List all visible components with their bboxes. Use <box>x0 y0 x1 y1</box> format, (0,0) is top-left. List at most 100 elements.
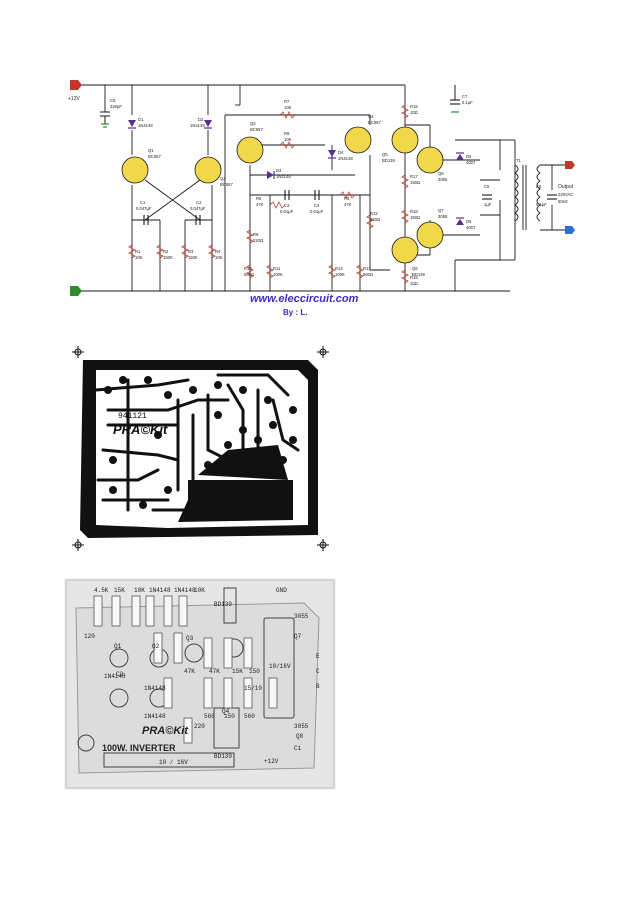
diode-d1-icon <box>128 120 136 127</box>
silk-label: 10/16V <box>269 663 291 670</box>
q5-value: BD139 <box>382 158 395 163</box>
silk-label: BD139 <box>214 753 232 760</box>
silk-label: Q8 <box>296 733 304 740</box>
q1-value: BC557 <box>148 154 161 159</box>
r9-label: R9 <box>253 232 259 237</box>
r2-label: R2 <box>163 249 169 254</box>
silk-label: 10K <box>194 587 205 594</box>
r6-value: 10K <box>284 137 292 142</box>
silk-label: 560 <box>244 713 255 720</box>
r3-label: R3 <box>188 249 194 254</box>
transistor-q8-icon <box>416 146 444 174</box>
pcb-top-brand: PRA©Kit <box>142 725 189 737</box>
r16-value: 10Ω <box>410 281 418 286</box>
transistor-q5-icon <box>391 126 419 154</box>
transistor-q4-icon <box>344 126 372 154</box>
silk-label: 3055 <box>294 613 309 620</box>
c4-label: C4 <box>314 203 320 208</box>
silk-label: Q1 <box>114 643 122 650</box>
d4-label: D4 <box>338 150 344 155</box>
pcb-code: 941121 <box>118 412 147 421</box>
transistor-q6-icon <box>391 236 419 264</box>
c3-label: C3 <box>284 203 290 208</box>
c8-value: 220µF <box>110 104 122 109</box>
silk-label: C2 <box>116 671 124 678</box>
d5-value: 4007 <box>466 160 476 165</box>
c5-value: 1µF <box>484 202 492 207</box>
transistor-q1-icon <box>121 156 149 184</box>
q1-label: Q1 <box>148 148 154 153</box>
silk-label: 15K <box>232 668 243 675</box>
silk-label: 15K <box>114 587 125 594</box>
silk-label: B <box>316 683 320 690</box>
silk-label: 3055 <box>294 723 309 730</box>
c6-label: C6 <box>536 184 542 189</box>
silk-label: 1N4148 <box>174 587 196 594</box>
r13-value: 560Ω <box>363 272 373 277</box>
silk-label: 560 <box>204 713 215 720</box>
author-credit: By : L. <box>283 308 307 317</box>
c4-value: 0.01µF <box>310 209 324 214</box>
r12-value: 220Ω <box>370 217 380 222</box>
transformer-t1 <box>514 164 541 230</box>
q7-label: Q7 <box>438 208 444 213</box>
r1-value: 10K <box>135 255 143 260</box>
q6-value: BD139 <box>412 272 425 277</box>
r10-value: 560Ω <box>244 272 254 277</box>
r18-value: 150Ω <box>410 215 420 220</box>
q7-value: 3055 <box>438 214 448 219</box>
silk-label: 220 <box>194 723 205 730</box>
r11-label: R11 <box>273 266 281 271</box>
r10-label: R10 <box>244 266 252 271</box>
silk-label: 10 / 16V <box>159 759 188 766</box>
r14-label: R14 <box>335 266 343 271</box>
r7-value: 10K <box>284 105 292 110</box>
pcb-silkscreen-layout: 4.5K 15K 10K 1N4148 1N4148 10K 1N4148 12… <box>64 578 336 790</box>
transistor-q7-icon <box>416 221 444 249</box>
silk-label: Q7 <box>294 633 302 640</box>
r18-label: R18 <box>410 209 418 214</box>
d6-label: D6 <box>466 219 472 224</box>
output-spec-2: 50Hz <box>558 199 568 204</box>
q2-label: Q2 <box>220 176 226 181</box>
c5-label: C5 <box>484 184 490 189</box>
q5-label: Q5 <box>382 152 388 157</box>
pos-terminal-icon <box>70 80 82 90</box>
r7-label: R7 <box>284 99 290 104</box>
silk-label: 150 <box>249 668 260 675</box>
inverter-schematic: +12V Output 220VAC 50Hz C8 220µF D1 1N41… <box>68 80 575 317</box>
r16-label: R16 <box>410 275 418 280</box>
c3-value: 0.01µF <box>280 209 294 214</box>
r15-value: 10Ω <box>410 110 418 115</box>
silk-label: BD139 <box>214 601 232 608</box>
silk-label: 150 <box>224 713 235 720</box>
q8-value: 3055 <box>438 177 448 182</box>
pcb-brand: PRA©Kit <box>113 422 168 437</box>
r3-value: 150K <box>188 255 198 260</box>
q3-label: Q3 <box>250 121 256 126</box>
c7-value: 0.1µF <box>462 100 473 105</box>
silk-label: 47K <box>184 668 195 675</box>
silk-label: 1N4148 <box>144 713 166 720</box>
c8-label: C8 <box>110 98 116 103</box>
q3-value: BC557 <box>250 127 263 132</box>
c1-value: 0.047µF <box>136 206 152 211</box>
d3-label: D3 <box>276 168 282 173</box>
silk-label: 10K <box>134 587 145 594</box>
output-spec-1: 220VAC <box>558 192 573 197</box>
website-link[interactable]: www.eleccircuit.com <box>250 293 359 305</box>
silk-label: E <box>316 653 320 660</box>
pcb-gnd-label: GND <box>276 587 287 594</box>
silk-label: 15/10 <box>244 685 262 692</box>
silk-label: 4.5K <box>94 587 109 594</box>
r5-label: R5 <box>256 196 262 201</box>
silk-label: Q3 <box>186 635 194 642</box>
r8-value: 47K <box>344 202 352 207</box>
r6-label: R6 <box>284 131 290 136</box>
q2-value: BC557 <box>220 182 233 187</box>
d6-value: 4007 <box>466 225 476 230</box>
r12-label: R12 <box>370 211 378 216</box>
d2-value: 1N4148 <box>190 123 205 128</box>
diode-d2-icon <box>204 120 212 127</box>
d4-value: 1N4148 <box>338 156 353 161</box>
